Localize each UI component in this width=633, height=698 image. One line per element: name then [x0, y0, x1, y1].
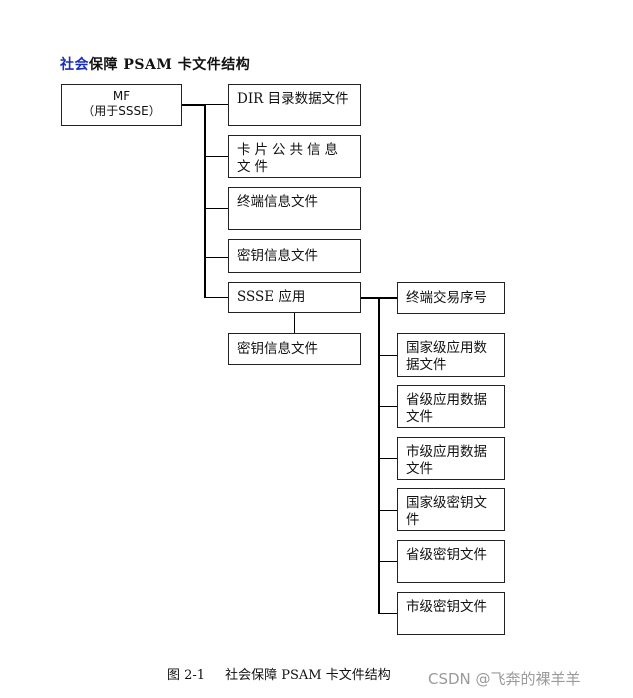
node-city-key-file-label: 市级密钥文件 — [406, 599, 487, 615]
connector-branch-card — [204, 156, 228, 157]
node-terminal-transaction-seq-label: 终端交易序号 — [406, 289, 487, 306]
figure-caption: 图 2-1 社会保障 PSAM 卡文件结构 — [167, 664, 411, 683]
mf-sublabel: （用于SSSE） — [82, 104, 161, 118]
connector-mf-right — [181, 104, 205, 106]
connector-branch-dir — [204, 104, 228, 105]
figure-caption-text: 社会保障 PSAM 卡文件结构 — [225, 668, 391, 683]
connector-branch-2-0 — [378, 297, 397, 298]
node-national-app-data-file: 国家级应用数据文件 — [397, 333, 505, 377]
node-national-app-data-file-label: 国家级应用数据文件 — [406, 340, 487, 373]
node-provincial-app-data-file: 省级应用数据文件 — [397, 385, 505, 428]
mf-node: MF （用于SSSE） — [61, 84, 182, 126]
connector-branch-key — [204, 257, 228, 258]
node-ssse-key-info-file: 密钥信息文件 — [228, 333, 361, 365]
node-ssse-application: SSSE 应用 — [228, 282, 361, 313]
node-national-key-file: 国家级密钥文件 — [397, 488, 505, 531]
watermark: CSDN @飞奔的裸羊羊 — [428, 670, 581, 688]
connector-branch-terminal — [204, 208, 228, 209]
node-city-key-file: 市级密钥文件 — [397, 592, 505, 635]
connector-branch-2-6 — [378, 613, 397, 614]
title-rest: 保障 PSAM 卡文件结构 — [89, 57, 251, 73]
connector-branch-2-4 — [378, 510, 397, 511]
node-ssse-key-info-file-label: 密钥信息文件 — [237, 340, 318, 357]
node-terminal-info-file: 终端信息文件 — [228, 187, 361, 230]
diagram-title: 社会保障 PSAM 卡文件结构 — [60, 54, 250, 74]
node-city-app-data-file-label: 市级应用数据文件 — [406, 444, 487, 477]
node-dir-file-label: DIR 目录数据文件 — [237, 91, 349, 107]
connector-branch-2-3 — [378, 458, 397, 459]
node-key-info-file: 密钥信息文件 — [228, 239, 361, 273]
mf-label: MF — [112, 89, 131, 103]
connector-branch-2-2 — [378, 406, 397, 407]
node-provincial-key-file: 省级密钥文件 — [397, 540, 505, 583]
connector-trunk-2 — [378, 297, 380, 613]
node-city-app-data-file: 市级应用数据文件 — [397, 437, 505, 480]
node-terminal-transaction-seq: 终端交易序号 — [397, 282, 505, 314]
node-provincial-key-file-label: 省级密钥文件 — [406, 547, 487, 563]
node-card-public-info-file: 卡片公共信息文件 — [228, 135, 361, 178]
node-national-key-file-label: 国家级密钥文件 — [406, 495, 487, 528]
connector-trunk-1 — [204, 104, 206, 298]
node-card-public-info-file-label: 卡片公共信息文件 — [237, 142, 342, 175]
connector-branch-2-5 — [378, 561, 397, 562]
connector-branch-2-1 — [378, 355, 397, 356]
node-key-info-file-label: 密钥信息文件 — [237, 247, 318, 264]
node-terminal-info-file-label: 终端信息文件 — [237, 194, 318, 210]
node-dir-file: DIR 目录数据文件 — [228, 84, 361, 126]
connector-ssse-down — [294, 312, 295, 333]
title-highlight: 社会 — [60, 57, 89, 73]
node-ssse-application-label: SSSE 应用 — [237, 289, 306, 305]
node-provincial-app-data-file-label: 省级应用数据文件 — [406, 392, 487, 425]
connector-branch-ssse — [204, 297, 228, 298]
figure-caption-label: 图 2-1 — [167, 668, 206, 683]
